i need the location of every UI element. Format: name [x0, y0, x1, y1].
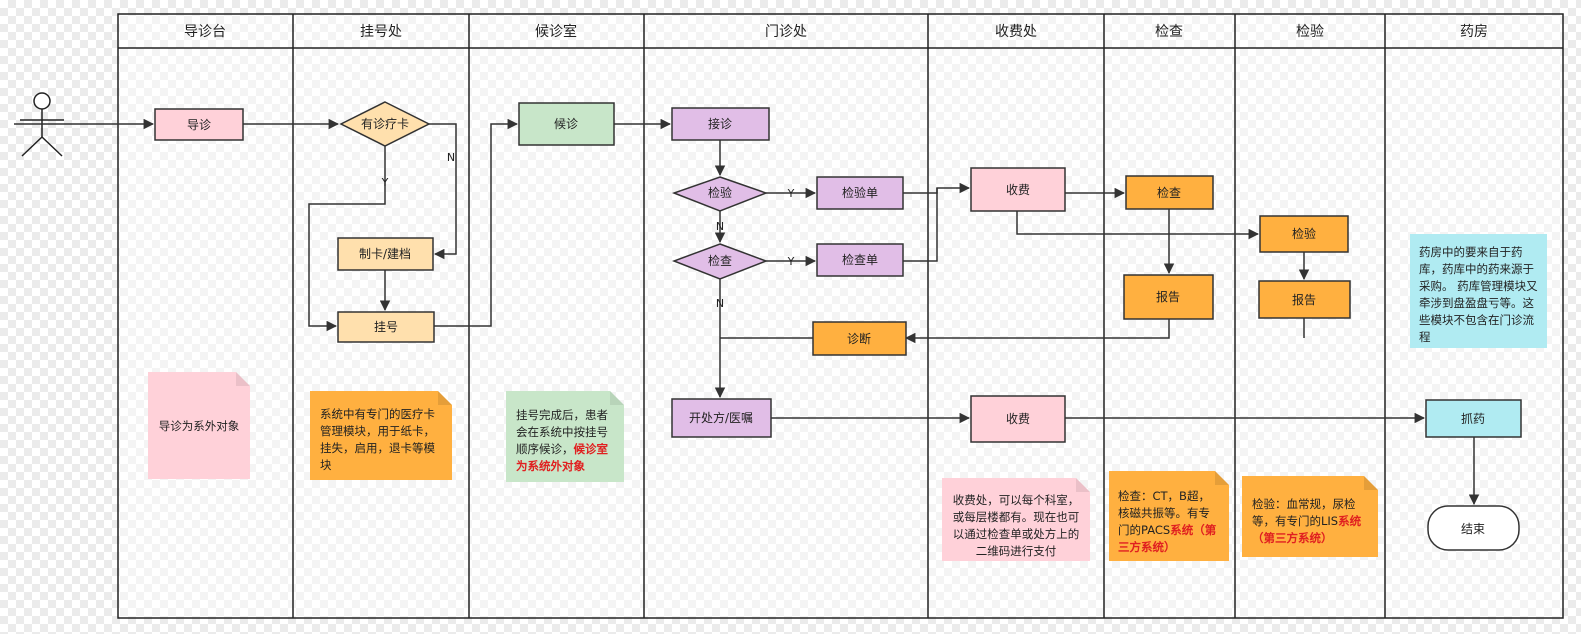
svg-text:报告: 报告: [1292, 292, 1316, 307]
svg-text:开处方/医嘱: 开处方/医嘱: [689, 410, 753, 425]
note-cashier: 收费处，可以每个科室，或每层楼都有。现在也可以通过检查单或处方上的二维码进行支付: [952, 493, 1080, 558]
node-exam: 检查: [1125, 175, 1214, 210]
patient-actor-icon: [20, 92, 64, 157]
note-exam: 检查：CT，B超，核磁共振等。有专门的PACS系统（第三方系统）: [1118, 489, 1217, 554]
node-payment-1: 收费: [970, 167, 1066, 212]
branch-label-card-no: N: [447, 151, 455, 164]
svg-text:检验: 检验: [708, 185, 732, 200]
lane-title-cashier: 收费处: [995, 24, 1037, 40]
lane-title-exam: 检查: [1155, 24, 1183, 40]
note-lab: 检验：血常规，尿检等，有专门的LIS系统（第三方系统）: [1252, 497, 1362, 545]
node-lab-report: 报告: [1258, 280, 1351, 319]
node-register: 挂号: [337, 311, 435, 343]
branch-labels: N Y Y N Y N: [381, 151, 795, 310]
node-dispense: 抓药: [1425, 399, 1522, 438]
node-end: 结束: [1427, 505, 1520, 551]
lane-title-waiting-room: 候诊室: [535, 23, 577, 40]
svg-text:接诊: 接诊: [708, 116, 732, 131]
svg-text:检查: 检查: [708, 253, 732, 268]
nodes: 导诊 有诊疗卡 制卡/建档 挂号 候诊 接诊 检验 检验单: [154, 101, 1522, 551]
branch-label-lab-yes: Y: [787, 187, 795, 200]
node-has-card-decision: 有诊疗卡: [339, 101, 431, 147]
branch-label-lab-no: N: [716, 220, 724, 233]
svg-text:诊断: 诊断: [847, 331, 871, 346]
node-wait: 候诊: [518, 102, 615, 146]
note-shapes: [148, 234, 1547, 561]
svg-text:导诊: 导诊: [187, 118, 211, 132]
lane-title-pharmacy: 药房: [1460, 24, 1488, 40]
lane-title-guidance-desk: 导诊台: [184, 24, 226, 40]
connectors: [14, 118, 1480, 506]
branch-label-card-yes: Y: [381, 176, 389, 189]
node-payment-2: 收费: [970, 395, 1066, 443]
note-guidance: 导诊为系外对象: [158, 418, 240, 433]
node-diagnosis: 诊断: [812, 321, 907, 356]
note-registration: 系统中有专门的医疗卡管理模块，用于纸卡，挂失，启用，退卡等模块: [320, 407, 435, 472]
node-exam-report: 报告: [1123, 274, 1214, 320]
svg-text:候诊: 候诊: [554, 117, 578, 131]
lane-titles: 导诊台 挂号处 候诊室 门诊处 收费处 检查 检验 药房: [184, 23, 1488, 40]
svg-text:抓药: 抓药: [1461, 412, 1485, 426]
svg-text:有诊疗卡: 有诊疗卡: [361, 117, 409, 131]
node-exam-form: 检查单: [816, 243, 904, 277]
node-reception: 接诊: [671, 107, 770, 141]
node-prescription: 开处方/医嘱: [671, 398, 772, 438]
lane-title-registration: 挂号处: [360, 24, 402, 40]
svg-text:检验: 检验: [1292, 226, 1316, 241]
node-lab-form: 检验单: [816, 176, 904, 210]
branch-label-exam-yes: Y: [787, 255, 795, 268]
svg-text:结束: 结束: [1461, 522, 1485, 536]
lane-title-lab: 检验: [1296, 24, 1324, 40]
svg-text:收费: 收费: [1006, 183, 1030, 197]
svg-text:制卡/建档: 制卡/建档: [359, 247, 411, 261]
svg-text:检验单: 检验单: [842, 185, 878, 200]
svg-text:收费: 收费: [1006, 412, 1030, 426]
lane-title-outpatient: 门诊处: [765, 24, 807, 40]
note-pharmacy: 药房中的要来自于药库，药库中的药来源于采购。 药库管理模块又牵涉到盘盈盘亏等。这…: [1419, 245, 1538, 344]
svg-text:检查单: 检查单: [842, 252, 878, 267]
node-exam-decision: 检查: [671, 243, 769, 280]
svg-text:挂号: 挂号: [374, 320, 398, 334]
svg-text:报告: 报告: [1156, 289, 1180, 304]
node-lab-test: 检验: [1259, 215, 1349, 253]
node-make-card: 制卡/建档: [337, 237, 434, 271]
node-lab-decision: 检验: [671, 176, 769, 212]
svg-text:检查: 检查: [1157, 185, 1181, 200]
node-guidance: 导诊: [154, 108, 244, 141]
branch-label-exam-no: N: [716, 297, 724, 310]
note-waiting-room: 挂号完成后，患者会在系统中按挂号顺序候诊，候诊室为系统外对象: [516, 408, 608, 473]
